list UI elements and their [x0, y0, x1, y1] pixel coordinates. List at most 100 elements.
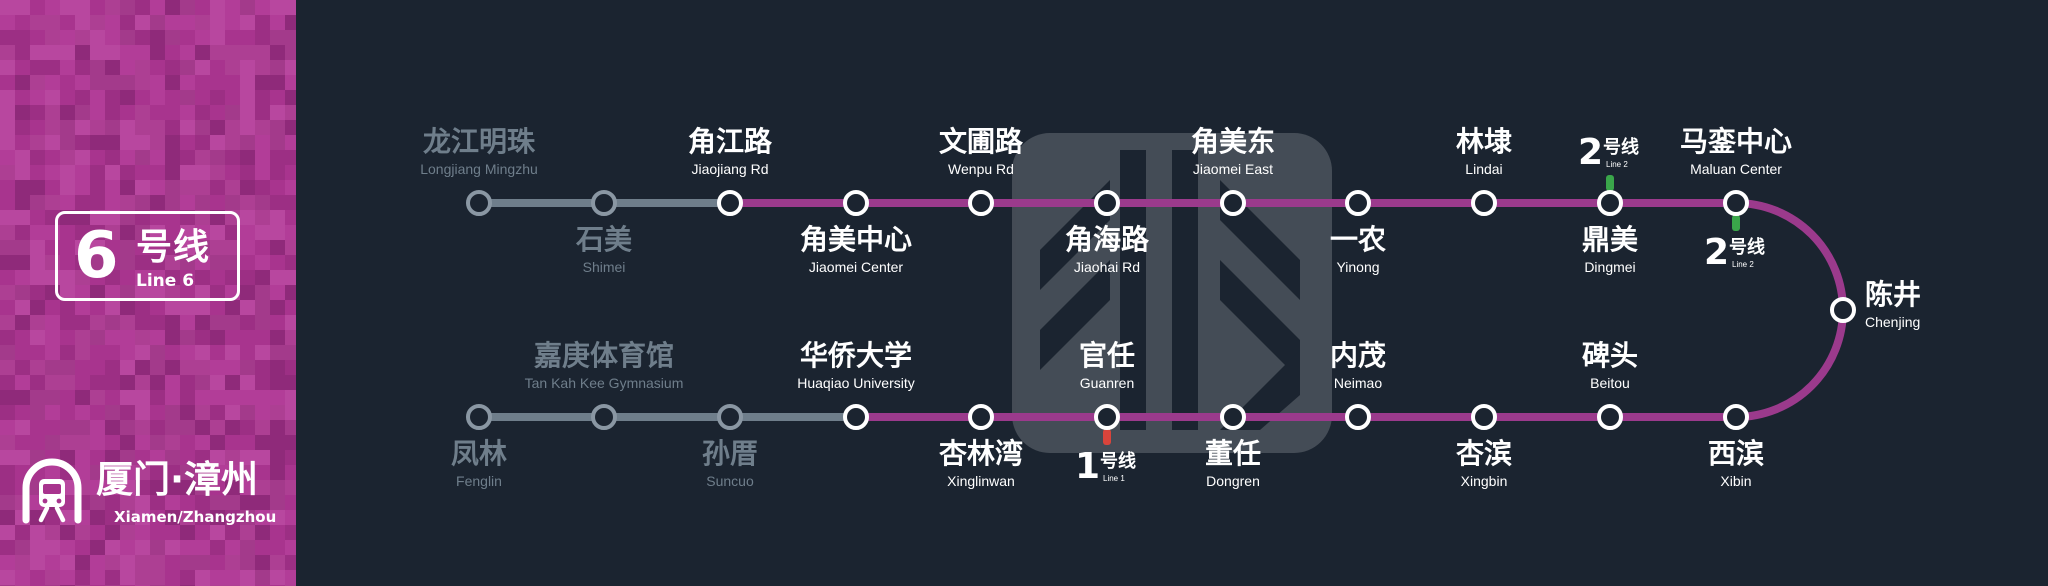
- station-name-en: Suncuo: [706, 473, 754, 489]
- station-name-en: Dongren: [1206, 473, 1260, 489]
- station-name-en: Shimei: [582, 259, 626, 275]
- transfer-stubs: [1103, 175, 1740, 445]
- station-marker-wenpu-rd[interactable]: [968, 190, 994, 216]
- station-name-en: Guanren: [1079, 375, 1135, 391]
- station-name-en: Chenjing: [1865, 314, 1921, 330]
- station-name-cn: 林埭: [1455, 125, 1513, 158]
- mosaic-pattern: [0, 0, 296, 586]
- station-name-cn: 嘉庚体育馆: [533, 339, 674, 372]
- station-marker-jiaojiang-rd[interactable]: [717, 190, 743, 216]
- station-marker-guanren[interactable]: [1094, 404, 1120, 430]
- station-name-cn: 孙厝: [701, 437, 759, 470]
- station-name-en: Wenpu Rd: [948, 161, 1014, 177]
- station-name-cn: 西滨: [1707, 437, 1765, 470]
- station-label-shimei[interactable]: 石美 Shimei: [576, 223, 632, 275]
- station-marker-jiaomei-center[interactable]: [843, 190, 869, 216]
- transfer-cn: 号线: [1100, 451, 1136, 472]
- station-marker-maluan-center[interactable]: [1723, 190, 1749, 216]
- transfer-en: Line 1: [1103, 474, 1125, 483]
- station-marker-jiaohai-rd[interactable]: [1094, 190, 1120, 216]
- line-name-en: Line 6: [136, 271, 195, 291]
- station-name-en: Jiaomei East: [1192, 161, 1274, 177]
- station-name-en: Xibin: [1720, 473, 1752, 489]
- station-name-en: Longjiang Mingzhu: [420, 161, 538, 177]
- station-marker-longjiang-mingzhu[interactable]: [466, 190, 492, 216]
- station-label-xinglinwan[interactable]: 杏林湾 Xinglinwan: [939, 437, 1023, 489]
- brand-name-en: Xiamen/Zhangzhou: [114, 508, 277, 526]
- station-marker-suncuo[interactable]: [717, 404, 743, 430]
- station-name-cn: 角江路: [687, 125, 773, 158]
- station-label-dongren[interactable]: 董任 Dongren: [1205, 437, 1261, 489]
- station-name-cn: 碑头: [1581, 339, 1639, 372]
- station-marker-xinglinwan[interactable]: [968, 404, 994, 430]
- station-label-chenjing[interactable]: 陈井 Chenjing: [1865, 278, 1921, 330]
- station-name-en: Xingbin: [1460, 473, 1508, 489]
- station-nodes: [466, 190, 1856, 430]
- station-name-cn: 石美: [575, 223, 633, 256]
- station-marker-huaqiao-university[interactable]: [843, 404, 869, 430]
- station-name-cn: 杏滨: [1455, 437, 1513, 470]
- station-name-en: Jiaomei Center: [808, 259, 904, 275]
- transfer-number: 2: [1578, 132, 1604, 173]
- station-label-xingbin[interactable]: 杏滨 Xingbin: [1456, 437, 1512, 489]
- station-name-cn: 董任: [1204, 437, 1262, 470]
- station-marker-fenglin[interactable]: [466, 404, 492, 430]
- station-marker-jiaomei-east[interactable]: [1220, 190, 1246, 216]
- station-label-longjiang-mingzhu[interactable]: 龙江明珠 Longjiang Mingzhu: [420, 125, 538, 177]
- station-name-cn: 内茂: [1329, 339, 1387, 372]
- station-marker-neimao[interactable]: [1345, 404, 1371, 430]
- station-marker-xibin[interactable]: [1723, 404, 1749, 430]
- station-name-en: Huaqiao University: [797, 375, 915, 391]
- station-marker-yinong[interactable]: [1345, 190, 1371, 216]
- transfer-number: 1: [1075, 446, 1101, 487]
- station-name-en: Xinglinwan: [947, 473, 1015, 489]
- station-marker-shimei[interactable]: [591, 190, 617, 216]
- station-name-en: Maluan Center: [1690, 161, 1782, 177]
- station-marker-beitou[interactable]: [1597, 404, 1623, 430]
- station-name-cn: 杏林湾: [938, 437, 1024, 470]
- station-label-jiaomei-center[interactable]: 角美中心 Jiaomei Center: [800, 223, 912, 275]
- station-name-cn: 陈井: [1865, 278, 1922, 311]
- station-marker-xingbin[interactable]: [1471, 404, 1497, 430]
- transfer-stub-maluan-center: [1732, 215, 1740, 231]
- transfer-en: Line 2: [1732, 260, 1754, 269]
- station-name-cn: 角美中心: [799, 223, 913, 256]
- station-name-en: Lindai: [1465, 161, 1503, 177]
- station-label-xibin[interactable]: 西滨 Xibin: [1708, 437, 1764, 489]
- station-name-cn: 凤林: [450, 437, 508, 470]
- station-marker-dingmei[interactable]: [1597, 190, 1623, 216]
- station-name-en: Tan Kah Kee Gymnasium: [524, 375, 684, 391]
- station-label-tan-kah-kee-gymnasium[interactable]: 嘉庚体育馆 Tan Kah Kee Gymnasium: [525, 339, 684, 391]
- station-marker-tan-kah-kee-gymnasium[interactable]: [591, 404, 617, 430]
- station-marker-lindai[interactable]: [1471, 190, 1497, 216]
- line-number: 6: [74, 219, 119, 293]
- station-name-cn: 角海路: [1064, 223, 1150, 256]
- station-name-cn: 一农: [1329, 223, 1387, 256]
- station-marker-dongren[interactable]: [1220, 404, 1246, 430]
- station-label-suncuo[interactable]: 孙厝 Suncuo: [702, 437, 758, 489]
- station-label-jiaohai-rd[interactable]: 角海路 Jiaohai Rd: [1065, 223, 1149, 275]
- station-name-en: Dingmei: [1584, 259, 1636, 275]
- station-marker-chenjing[interactable]: [1830, 297, 1856, 323]
- station-name-en: Jiaohai Rd: [1073, 259, 1141, 275]
- station-label-dingmei[interactable]: 鼎美 Dingmei: [1582, 223, 1638, 275]
- station-name-cn: 鼎美: [1581, 223, 1639, 256]
- station-name-cn: 龙江明珠: [422, 125, 535, 158]
- metro-logo-icon: [22, 458, 82, 524]
- station-label-lindai[interactable]: 林埭 Lindai: [1456, 125, 1512, 177]
- line-panel: 6 号线 Line 6 厦门·漳州 Xiamen/Zhangzhou: [0, 0, 296, 586]
